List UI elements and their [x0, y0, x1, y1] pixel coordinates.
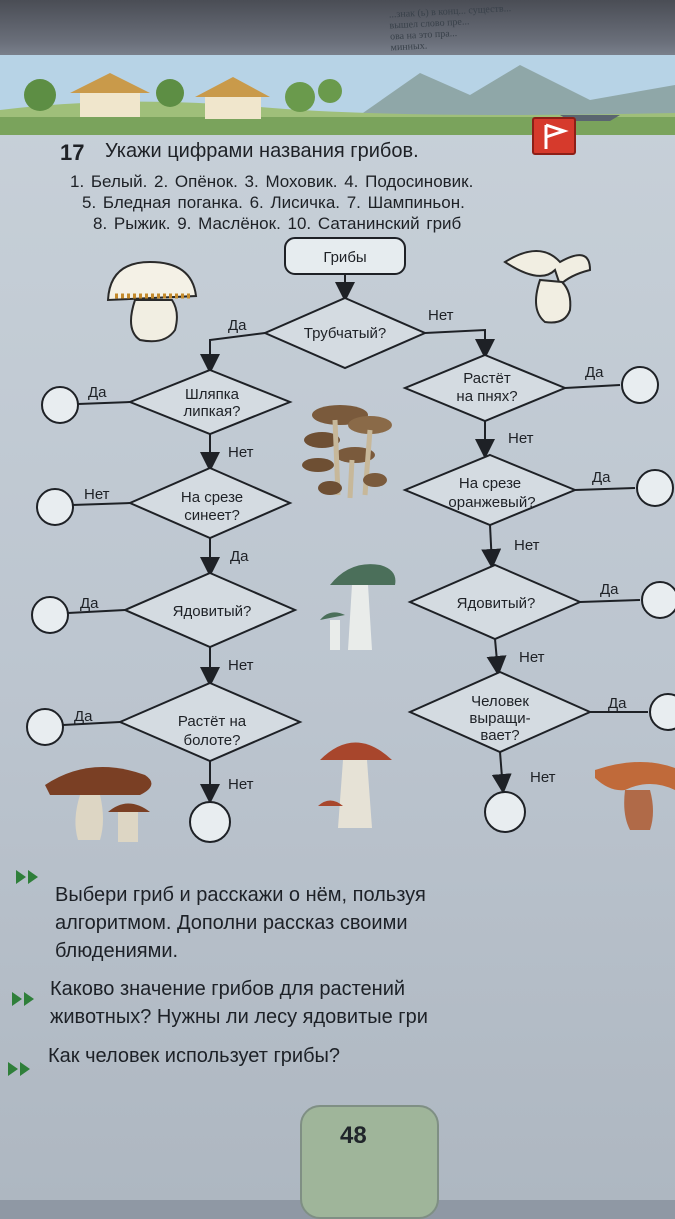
flag-icon — [532, 117, 576, 155]
question-1-line: Выбери гриб и расскажи о нём, пользуя — [55, 884, 426, 906]
mushroom-list-line: 8. Рыжик. 9. Маслёнок. 10. Сатанинский г… — [93, 214, 462, 233]
decision-tubular — [262, 296, 428, 370]
edge-label-yes: Да — [228, 317, 247, 334]
edge-label-yes: Да — [80, 595, 99, 612]
edge-label-no: Нет — [228, 657, 254, 674]
edge-label-yes: Да — [608, 695, 627, 712]
decision-grown-by-human-label: Человек — [471, 693, 529, 710]
edge-label-no: Нет — [428, 307, 454, 324]
edge-label-yes: Да — [585, 364, 604, 381]
answer-circle[interactable] — [31, 596, 69, 634]
answer-circle[interactable] — [641, 581, 675, 619]
decision-sticky-cap-label: Шляпка — [185, 386, 240, 403]
edge-label-no: Нет — [530, 769, 556, 786]
mushroom-honey-cluster-icon — [302, 405, 392, 499]
decision-grows-on-stumps-label: Растёт — [463, 370, 511, 387]
mushroom-death-cap-icon — [320, 564, 396, 650]
mushroom-list-line: 5. Бледная поганка. 6. Лисичка. 7. Шампи… — [82, 193, 465, 212]
answer-circle[interactable] — [484, 791, 526, 833]
decision-poisonous-left-label: Ядовитый? — [173, 603, 252, 620]
hut-icon — [195, 77, 270, 119]
hut-icon — [70, 73, 150, 117]
decision-swamp-label: болоте? — [184, 732, 241, 749]
answer-circle[interactable] — [26, 708, 64, 746]
question-3-line: Как человек использует грибы? — [48, 1045, 341, 1067]
decision-swamp-label: Растёт на — [178, 713, 247, 730]
decision-cut-orange-label: На срезе — [459, 475, 521, 492]
task-number: 17 — [60, 140, 85, 165]
edge-label-yes: Да — [74, 708, 93, 725]
tree-icon — [24, 79, 342, 112]
edge-label-no: Нет — [519, 649, 545, 666]
edge-label-no: Нет — [228, 776, 254, 793]
decision-grown-by-human-label: выращи- — [469, 710, 530, 727]
mushroom-list-line: 1. Белый. 2. Опёнок. 3. Моховик. 4. Подо… — [70, 172, 474, 191]
decision-poisonous-right-label: Ядовитый? — [457, 595, 536, 612]
answer-circle[interactable] — [41, 386, 79, 424]
edge-label-no: Нет — [228, 444, 254, 461]
decision-cut-orange-label: оранжевый? — [448, 494, 535, 511]
answer-circle[interactable] — [621, 366, 659, 404]
mushroom-bolete-sketch-icon — [106, 260, 198, 343]
edge-label-yes: Да — [88, 384, 107, 401]
question-1-line: алгоритмом. Дополни рассказ своими — [55, 912, 408, 934]
decision-grows-on-stumps-label: на пнях? — [456, 388, 517, 405]
edge-label-yes: Да — [600, 581, 619, 598]
bullet-icon — [8, 870, 38, 1076]
decision-cut-blue-label: синеет? — [184, 507, 240, 524]
page-number: 48 — [340, 1122, 367, 1149]
edge-label-no: Нет — [514, 537, 540, 554]
answer-circle[interactable] — [649, 693, 675, 731]
task-title: Укажи цифрами названия грибов. — [105, 140, 419, 162]
mushroom-aspen-bolete-icon — [318, 742, 392, 828]
question-2-line: Каково значение грибов для растений — [50, 978, 406, 1000]
answer-circle[interactable] — [36, 488, 74, 526]
answer-circle[interactable] — [189, 801, 231, 843]
answer-circle[interactable] — [636, 469, 674, 507]
question-1-line: блюдениями. — [55, 940, 179, 962]
edge-label-no: Нет — [84, 486, 110, 503]
edge-label-no: Нет — [508, 430, 534, 447]
edge-label-yes: Да — [592, 469, 611, 486]
decision-cut-blue-label: На срезе — [181, 489, 243, 506]
mushroom-gilled-sketch-icon — [503, 250, 592, 324]
decision-tubular-label: Трубчатый? — [304, 325, 386, 342]
decision-grown-by-human-label: вает? — [480, 727, 519, 744]
question-2-line: животных? Нужны ли лесу ядовитые гри — [50, 1006, 428, 1028]
mushroom-saffron-milkcap-icon — [595, 761, 675, 830]
mushroom-bolete-brown-icon — [45, 767, 152, 842]
page-number-tab — [300, 1105, 439, 1219]
edge-label-yes: Да — [230, 548, 249, 565]
start-label: Грибы — [323, 249, 366, 266]
decision-sticky-cap-label: липкая? — [184, 403, 241, 420]
